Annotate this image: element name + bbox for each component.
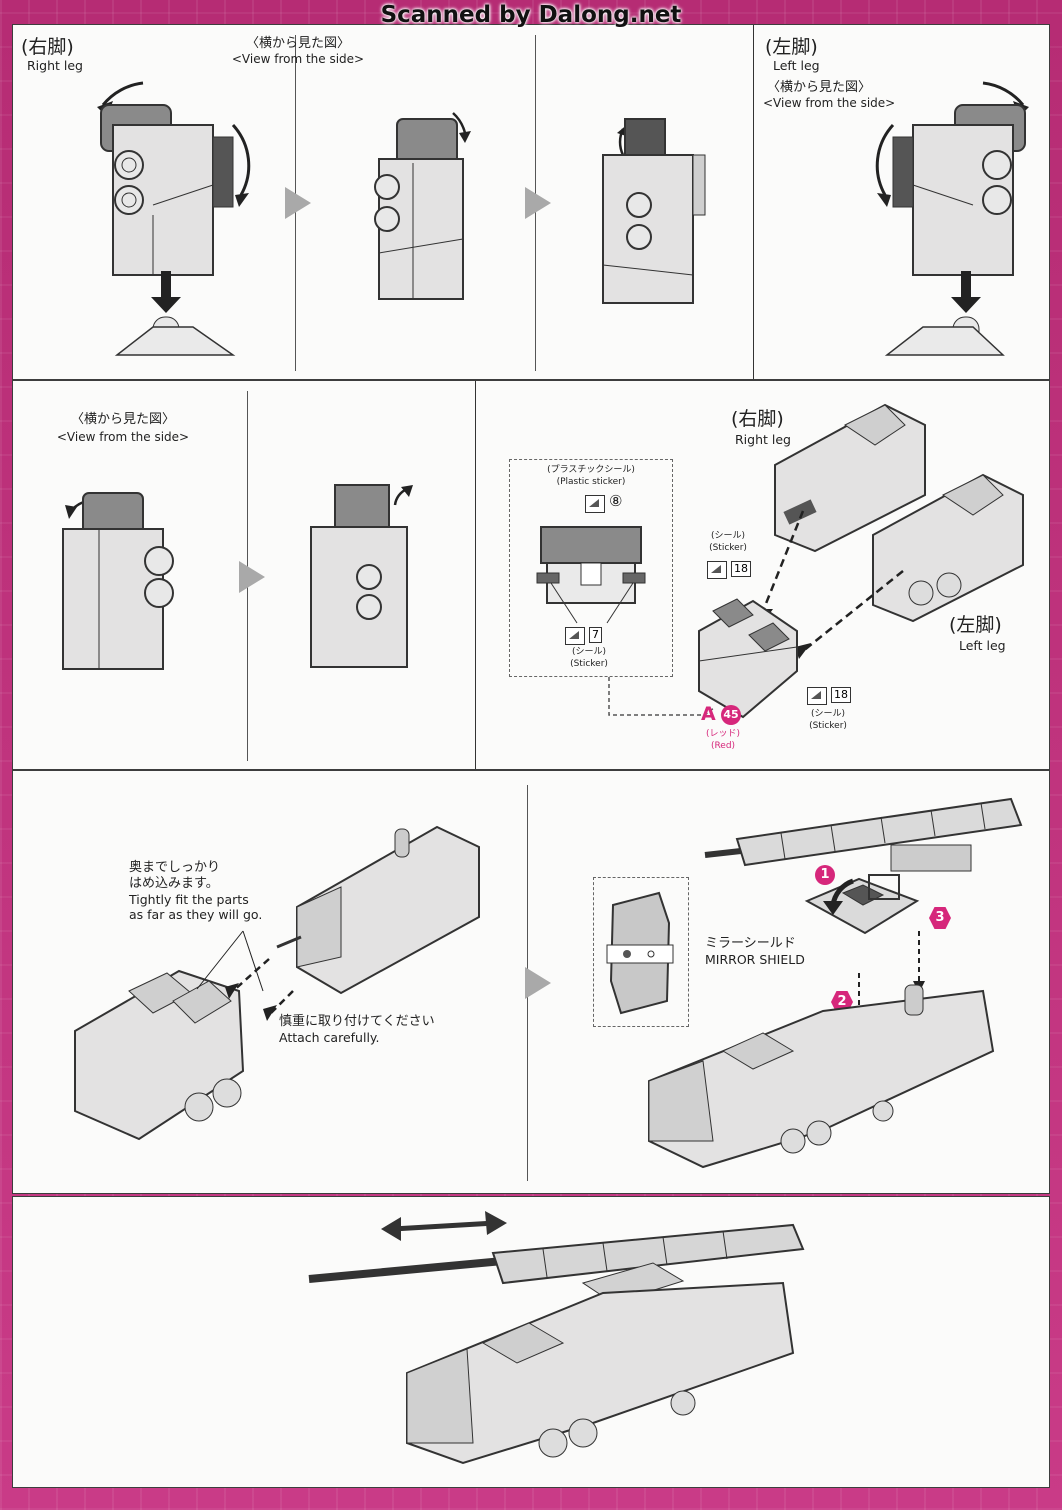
completed-ladder-truck-illustration <box>308 1223 805 1465</box>
leg-rotated-illustration <box>310 484 413 668</box>
sticker-label-jp: (シール) <box>710 531 746 541</box>
scan-watermark: Scanned by Dalong.net <box>380 2 682 28</box>
step-panel-vehicle-assembly: 奥までしっかり はめ込みます。 Tightly fit the parts as… <box>12 770 1050 1194</box>
sticker-icon <box>565 627 585 645</box>
left-leg-part-illustration <box>875 81 1029 356</box>
sticker-label-en: (Sticker) <box>570 659 608 669</box>
guide-arrows <box>196 930 294 1021</box>
side-view-label-jp: 〈横から見た図〉 <box>245 36 350 51</box>
side-view-label-en: <View from the side> <box>56 430 190 444</box>
leg-side-view-illustration <box>62 492 174 670</box>
mirror-shield-label-jp: ミラーシールド <box>705 936 796 951</box>
sticker-icon <box>707 561 727 579</box>
sticker-icon <box>807 687 827 705</box>
step-panel-completed-vehicle <box>12 1196 1050 1488</box>
mirror-shield-detail-box <box>593 877 689 1027</box>
red-label-jp: (レッド) <box>705 729 741 739</box>
sticker-label-jp: (シール) <box>810 709 846 719</box>
tight-fit-en-line2: as far as they will go. <box>129 907 263 922</box>
right-leg-rotated-illustration <box>602 118 706 304</box>
tight-fit-en-line1: Tightly fit the parts <box>129 892 249 907</box>
left-side-view-label-jp: 〈横から見た図〉 <box>767 80 872 95</box>
sticker-part-illustration <box>536 526 646 624</box>
front-cab-illustration <box>74 969 245 1141</box>
left-leg-label-jp: (左脚) <box>765 36 818 58</box>
sticker-number-18: 18 <box>731 561 751 577</box>
tight-fit-jp-line2: はめ込みます。 <box>129 876 219 891</box>
sticker-detail-box <box>509 459 673 677</box>
plastic-sticker-number: ⑧ <box>609 492 623 510</box>
sticker-icon <box>585 495 605 513</box>
ladder-arm-illustration <box>704 797 1023 872</box>
sticker-label-en: (Sticker) <box>809 721 847 731</box>
ladder-extend-arrow-icon <box>381 1211 507 1241</box>
divider <box>753 25 754 379</box>
left-leg-label-en: Left leg <box>773 58 820 73</box>
left-side-view-label-en: <View from the side> <box>763 96 896 110</box>
rear-unit-illustration <box>276 825 480 995</box>
sticker-number-7: 7 <box>589 627 602 643</box>
sticker-label-en: (Sticker) <box>709 543 747 553</box>
right-leg-label-en: Right leg <box>27 58 83 73</box>
step-number-1: 1 <box>815 865 835 885</box>
part-letter: A <box>701 703 716 725</box>
plastic-sticker-label-en: (Plastic sticker) <box>556 477 626 487</box>
red-label-en: (Red) <box>710 741 736 751</box>
right-leg-part-illustration <box>97 81 251 356</box>
side-view-label-en: <View from the side> <box>231 52 365 66</box>
side-view-label-jp: 〈横から見た図〉 <box>70 412 175 427</box>
mirror-shield-label-en: MIRROR SHIELD <box>705 952 805 967</box>
step-number-3: 3 <box>929 907 951 929</box>
right-leg-side-view-illustration <box>374 112 471 300</box>
step-panel-legs-rotate: (右脚) Right leg 〈横から見た図〉 <View from the s… <box>12 24 1050 380</box>
left-leg-label-jp: (左脚) <box>949 614 1002 636</box>
mirror-shield-illustration <box>606 891 674 1015</box>
step-arrow-icon <box>285 187 311 219</box>
step-panel-sticker-assembly: 〈横から見た図〉 <View from the side> (プラスチックシール… <box>12 380 1050 770</box>
vehicle-body-illustration <box>648 984 995 1169</box>
sticker-number-18: 18 <box>831 687 851 703</box>
plastic-sticker-label-jp: (プラスチックシール) <box>547 465 635 475</box>
step-arrow-icon <box>525 187 551 219</box>
right-leg-label-jp: (右脚) <box>731 408 784 430</box>
right-leg-label-en: Right leg <box>735 432 791 447</box>
dashed-connector-line <box>608 677 716 716</box>
tight-fit-jp-line1: 奥までしっかり <box>129 860 221 875</box>
step-arrow-icon <box>239 561 265 593</box>
part-number-badge: 45 <box>721 705 741 725</box>
right-leg-block-illustration <box>774 403 926 553</box>
attach-carefully-jp: 慎重に取り付けてください <box>279 1014 435 1029</box>
sticker-label-jp: (シール) <box>571 647 607 657</box>
step-arrow-icon <box>525 967 551 999</box>
connector-part-illustration <box>698 598 798 719</box>
left-leg-label-en: Left leg <box>959 638 1006 653</box>
attach-carefully-en: Attach carefully. <box>279 1030 380 1045</box>
divider <box>475 381 476 769</box>
right-leg-label-jp: (右脚) <box>21 36 74 58</box>
left-leg-block-illustration <box>872 473 1024 623</box>
